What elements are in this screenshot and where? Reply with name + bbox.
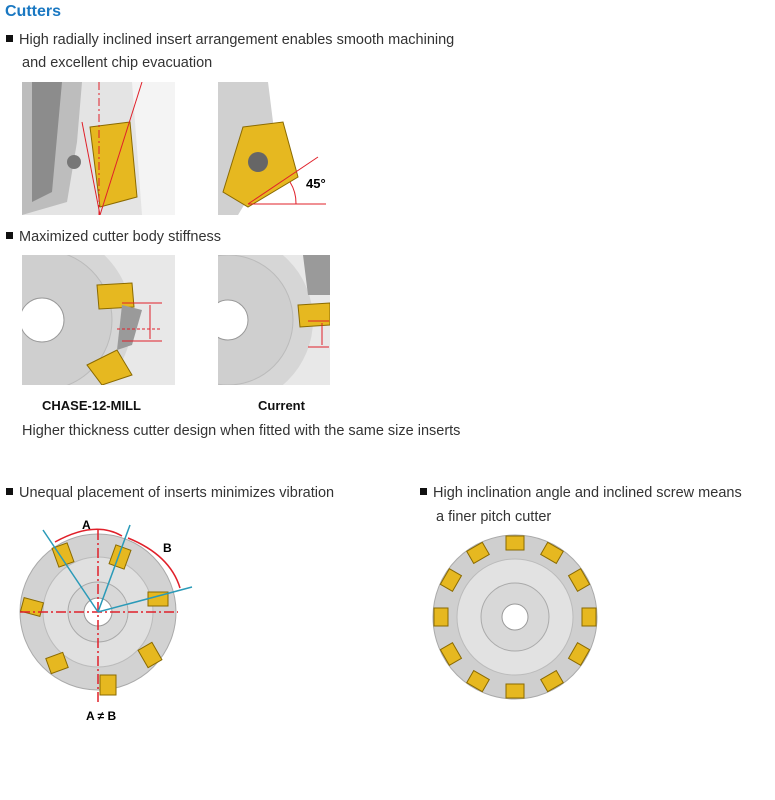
bullet-text: Unequal placement of inserts minimizes v… [19, 485, 335, 501]
bullet-radial-insert: High radially inclined insert arrangemen… [6, 31, 454, 49]
caption-current: Current [258, 398, 305, 413]
bullet-text-continued: and excellent chip evacuation [22, 55, 213, 71]
fine-pitch-cutter-image [432, 534, 598, 700]
bullet-icon [420, 488, 427, 495]
current-body-image [218, 255, 330, 385]
insert-angle-view-image: 45° [218, 82, 330, 215]
bullet-text: High radially inclined insert arrangemen… [19, 32, 455, 48]
bullet-text: High inclination angle and inclined scre… [433, 485, 742, 501]
chase-mill-body-image [22, 255, 175, 385]
bullet-unequal-placement: Unequal placement of inserts minimizes v… [6, 484, 334, 502]
caption-chase-mill: CHASE-12-MILL [42, 398, 141, 413]
inequality-label: A ≠ B [86, 709, 116, 723]
insert-side-view-image [22, 82, 175, 215]
stiffness-note: Higher thickness cutter design when fitt… [22, 423, 461, 439]
bullet-text: Maximized cutter body stiffness [19, 229, 222, 245]
bullet-inclination: High inclination angle and inclined scre… [420, 484, 770, 502]
section-title: Cutters [5, 3, 62, 20]
angle-b-label: B [163, 541, 172, 555]
bullet-icon [6, 232, 13, 239]
angle-label: 45° [306, 176, 326, 191]
bullet-icon [6, 35, 13, 42]
bullet-text-continued: a finer pitch cutter [436, 509, 552, 525]
bullet-icon [6, 488, 13, 495]
angle-a-label: A [82, 518, 91, 532]
bullet-stiffness: Maximized cutter body stiffness [6, 228, 221, 246]
unequal-pitch-diagram: A B A ≠ B [19, 518, 193, 723]
